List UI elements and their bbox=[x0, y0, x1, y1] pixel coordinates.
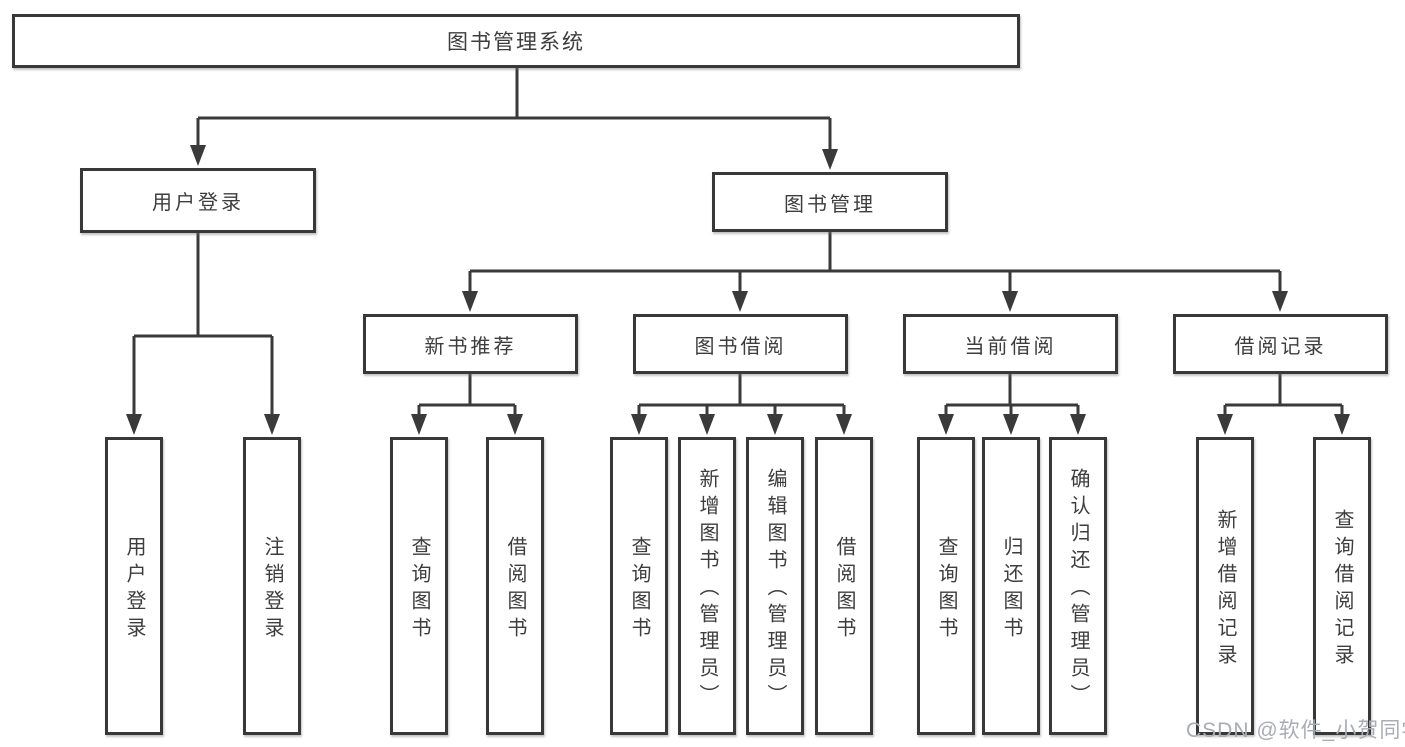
leaf-records-add: 新增借阅记录 bbox=[1196, 437, 1254, 735]
leaf-borrow-book-label: 借阅图书 bbox=[833, 535, 855, 644]
connector-current-borrow-to-leaves bbox=[944, 374, 1080, 418]
leaf-current-return-label: 归还图书 bbox=[1000, 535, 1022, 644]
leaf-borrow-book: 借阅图书 bbox=[815, 437, 873, 735]
leaf-new-books-borrow: 借阅图书 bbox=[486, 437, 544, 735]
node-user-login: 用户登录 bbox=[80, 168, 316, 233]
leaf-records-add-label: 新增借阅记录 bbox=[1214, 508, 1236, 671]
watermark: CSDN @软件_小贺同学 bbox=[1186, 719, 1405, 742]
leaf-borrow-edit-book: 编辑图书（管理员） bbox=[746, 437, 804, 735]
leaf-records-query-label: 查询借阅记录 bbox=[1331, 508, 1353, 671]
leaf-logout: 注销登录 bbox=[243, 437, 301, 735]
leaf-current-query-label: 查询图书 bbox=[935, 535, 957, 644]
node-book-borrow: 图书借阅 bbox=[633, 314, 848, 374]
node-current-borrow: 当前借阅 bbox=[903, 314, 1118, 374]
leaf-current-query: 查询图书 bbox=[917, 437, 975, 735]
leaf-current-return: 归还图书 bbox=[982, 437, 1040, 735]
leaf-borrow-query: 查询图书 bbox=[610, 437, 668, 735]
connector-borrow-records-to-leaves bbox=[1223, 374, 1344, 418]
connector-book-mgmt-to-level3 bbox=[468, 232, 1282, 295]
leaf-current-confirm-return: 确认归还（管理员） bbox=[1049, 437, 1107, 735]
leaf-new-books-query-label: 查询图书 bbox=[408, 535, 430, 644]
leaf-borrow-query-label: 查询图书 bbox=[628, 535, 650, 644]
leaf-user-login-label: 用户登录 bbox=[123, 535, 145, 644]
leaf-borrow-add-book: 新增图书（管理员） bbox=[678, 437, 736, 735]
leaf-new-books-query: 查询图书 bbox=[390, 437, 448, 735]
connector-root-to-level2 bbox=[196, 68, 832, 152]
node-book-mgmt: 图书管理 bbox=[712, 172, 948, 232]
leaf-borrow-edit-book-label: 编辑图书（管理员） bbox=[764, 468, 786, 711]
leaf-logout-label: 注销登录 bbox=[261, 535, 283, 644]
arrowheads bbox=[126, 145, 1350, 435]
node-root: 图书管理系统 bbox=[12, 14, 1020, 68]
leaf-records-query: 查询借阅记录 bbox=[1313, 437, 1371, 735]
connector-user-login-to-leaves bbox=[132, 233, 274, 418]
connector-new-books-to-leaves bbox=[417, 374, 517, 418]
leaf-borrow-add-book-label: 新增图书（管理员） bbox=[696, 468, 718, 711]
leaf-new-books-borrow-label: 借阅图书 bbox=[504, 535, 526, 644]
node-borrow-records: 借阅记录 bbox=[1173, 314, 1388, 374]
leaf-user-login: 用户登录 bbox=[105, 437, 163, 735]
leaf-current-confirm-return-label: 确认归还（管理员） bbox=[1067, 468, 1089, 711]
node-new-books: 新书推荐 bbox=[363, 314, 578, 374]
connector-book-borrow-to-leaves bbox=[637, 374, 846, 418]
